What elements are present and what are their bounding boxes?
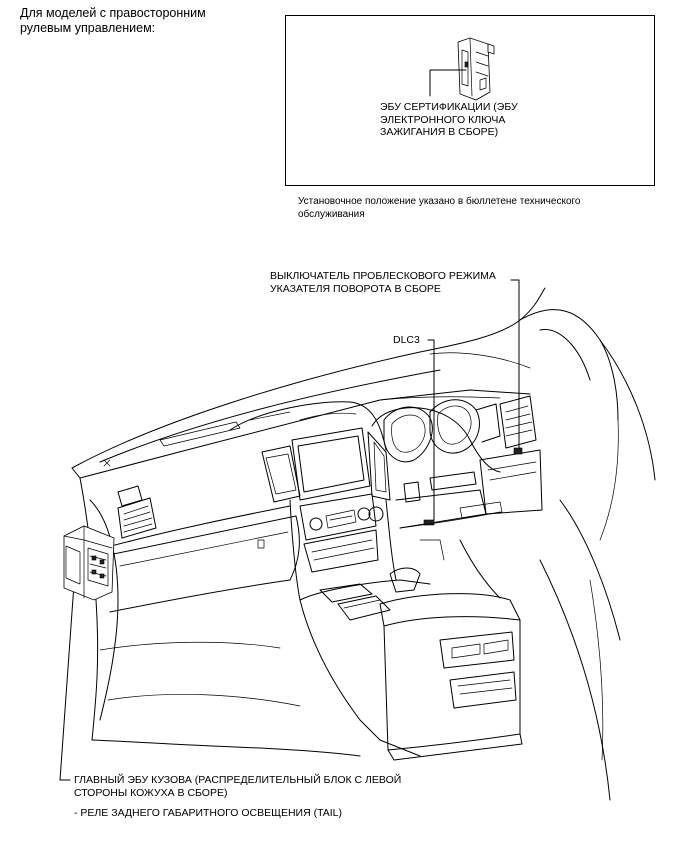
main-body-ecu-label: ГЛАВНЫЙ ЭБУ КУЗОВА (РАСПРЕДЕЛИТЕЛЬНЫЙ БЛ… — [74, 774, 402, 799]
header-note: Для моделей с правосторонним рулевым упр… — [20, 6, 206, 35]
certification-ecu-illustration — [457, 37, 495, 101]
dashboard-drawing — [71, 287, 656, 801]
turn-signal-switch-leader — [510, 279, 520, 453]
certification-ecu-label: ЭБУ СЕРТИФИКАЦИИ (ЭБУ ЭЛЕКТРОННОГО КЛЮЧА… — [380, 101, 518, 138]
turn-signal-switch-label: ВЫКЛЮЧАТЕЛЬ ПРОБЛЕСКОВОГО РЕЖИМА УКАЗАТЕ… — [270, 270, 496, 295]
certification-ecu-leader — [429, 69, 467, 97]
dlc3-leader — [427, 339, 435, 521]
inset-caption: Установочное положение указано в бюллете… — [298, 196, 581, 220]
inset-frame — [285, 15, 655, 186]
main-body-ecu-leader — [59, 583, 75, 781]
dlc3-label: DLC3 — [393, 334, 420, 346]
tail-relay-label: - РЕЛЕ ЗАДНЕГО ГАБАРИТНОГО ОСВЕЩЕНИЯ (TA… — [74, 807, 342, 819]
main-body-ecu-illustration — [63, 525, 115, 601]
